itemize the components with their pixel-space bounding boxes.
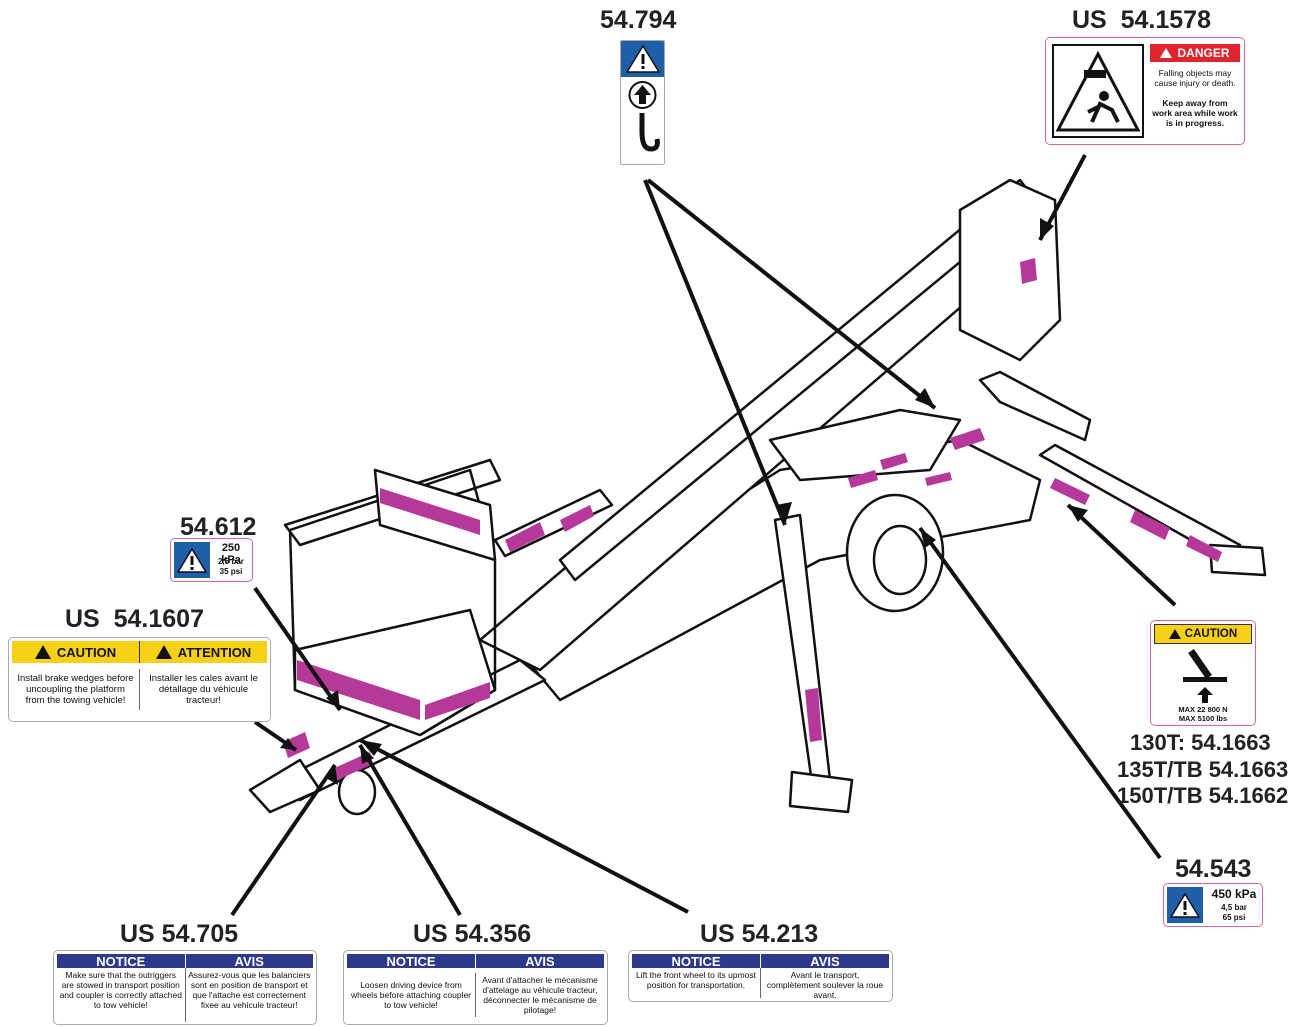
outrigger-right-rear: [978, 370, 1092, 442]
notice-header-text: NOTICE: [347, 954, 475, 969]
label-us-54-356: US 54.356: [413, 920, 532, 948]
avis-header-text: AVIS: [760, 954, 889, 969]
caution-1607-header: CAUTION ATTENTION: [12, 641, 267, 663]
warning-triangle-icon: [34, 645, 51, 659]
exclamation-triangle-icon: [1170, 892, 1200, 918]
label-us-54-705: US 54.705: [120, 920, 239, 948]
warning-triangle-icon: [1160, 48, 1173, 58]
lift-hook-icon: [628, 81, 660, 152]
psi-450: 65 psi: [1222, 913, 1246, 922]
caution-header-text: CAUTION: [56, 644, 117, 660]
avis-header-text: AVIS: [475, 954, 604, 969]
notice-213-header: NOTICE AVIS: [632, 954, 889, 969]
hook-sign-decal: [620, 40, 665, 165]
bar-250: 2,5 bar: [218, 557, 244, 566]
danger-header: DANGER: [1150, 44, 1240, 62]
notice-705-header: NOTICE AVIS: [57, 954, 313, 969]
caution-1607-decal: CAUTION ATTENTION Install brake wedges b…: [8, 637, 271, 722]
caution-1607-en: Install brake wedges before uncoupling t…: [17, 672, 134, 706]
notice-705-fr: Assurez-vous que les balanciers sont en …: [184, 968, 314, 1022]
psi-250: 35 psi: [219, 567, 243, 576]
kpa-250: 250 kPa: [221, 542, 241, 566]
danger-text-2: Keep away from work area while work is i…: [1152, 98, 1238, 128]
label-us-54-1607: US 54.1607: [65, 605, 204, 633]
magenta-stripes: [283, 258, 1222, 782]
notice-356-decal: NOTICE AVIS Loosen driving device from w…: [343, 950, 608, 1025]
falling-objects-icon: [1055, 50, 1141, 132]
danger-header-text: DANGER: [1177, 46, 1230, 60]
pressure-250-decal: 250 kPa 2,5 bar 35 psi: [170, 538, 253, 582]
warning-sign: [621, 41, 664, 77]
turret: [768, 408, 962, 482]
label-us-54-1578: US 54.1578: [1072, 6, 1211, 34]
notice-356-header: NOTICE AVIS: [347, 954, 604, 969]
outrigger-right-pad: [1208, 543, 1267, 577]
label-135t: 135T/TB 54.1663: [1117, 757, 1289, 782]
label-130t: 130T: 54.1663: [1130, 730, 1271, 755]
kpa-450: 450 kPa: [1211, 887, 1257, 901]
pressure-warning-sign: [174, 542, 210, 578]
caution-outrigger-text: CAUTION: [1184, 628, 1238, 640]
caution-outrigger-header: CAUTION: [1154, 624, 1252, 644]
arrow-heads: [280, 218, 1088, 785]
exclamation-triangle-icon: [177, 547, 207, 573]
notice-356-en: Loosen driving device from wheels before…: [350, 980, 472, 1010]
label-54-612: 54.612: [180, 513, 257, 541]
label-54-543: 54.543: [1175, 855, 1252, 883]
notice-header-text: NOTICE: [57, 954, 185, 969]
warning-triangle-icon: [155, 645, 172, 659]
max-lbs: MAX 5100 lbs: [1178, 714, 1228, 723]
notice-705-en: Make sure that the outriggers are stowed…: [59, 970, 182, 1010]
notice-705-decal: NOTICE AVIS Make sure that the outrigger…: [53, 950, 317, 1025]
attention-header-text: ATTENTION: [177, 644, 252, 660]
label-us-54-213: US 54.213: [700, 920, 819, 948]
danger-text-1: Falling objects may cause injury or deat…: [1154, 68, 1236, 88]
basket-rail: [283, 458, 502, 547]
notice-213-fr: Avant le transport, complètement souleve…: [760, 968, 889, 1000]
caution-outrigger-decal: CAUTION MAX 22 800 N MAX 5100 lbs: [1150, 620, 1256, 726]
danger-decal: DANGER Falling objects may cause injury …: [1045, 37, 1245, 145]
caution-1607-fr: Installer les cales avant le détallage d…: [139, 668, 267, 710]
pressure-450-decal: 450 kPa 4,5 bar 65 psi: [1163, 883, 1263, 927]
max-newton: MAX 22 800 N: [1178, 705, 1228, 714]
notice-213-decal: NOTICE AVIS Lift the front wheel to its …: [628, 950, 893, 1002]
pressure-warning-sign: [1167, 887, 1203, 923]
danger-pictogram: [1052, 44, 1144, 138]
bar-450: 4,5 bar: [1221, 903, 1247, 912]
boom-head: [958, 178, 1062, 362]
avis-header-text: AVIS: [184, 954, 313, 969]
label-54-794: 54.794: [600, 6, 677, 34]
warning-triangle-icon: [1168, 629, 1181, 639]
label-150t: 150T/TB 54.1662: [1117, 783, 1289, 808]
notice-356-fr: Avant d'attacher le mécanisme d'attelage…: [475, 973, 604, 1017]
outrigger-front-pad: [788, 770, 854, 814]
outrigger-load-icon: [1183, 649, 1227, 703]
notice-213-en: Lift the front wheel to its upmost posit…: [635, 970, 756, 990]
exclamation-triangle-icon: [625, 44, 660, 73]
notice-header-text: NOTICE: [632, 954, 760, 969]
